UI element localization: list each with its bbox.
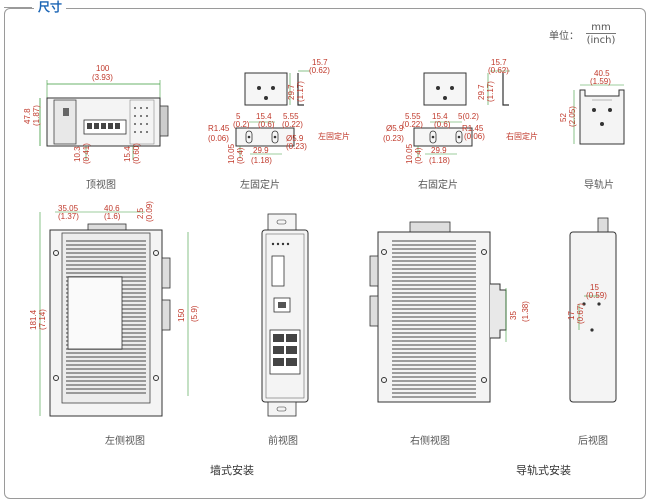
dim-ls-1-37: (1.37) [58,212,79,221]
left-side-view-drawing [39,211,189,417]
dim-top-a: 10.3 [73,146,82,162]
dim-lb-15-7: 15.7 [312,58,328,67]
dim-lb-10-05: 10.05 [227,143,236,164]
dim-lb-d: Ø5.9 [286,134,304,143]
dim-ls-35-05: 35.05 [58,204,79,213]
dim-rc-40-5: 40.5 [594,69,610,78]
label-rail-clip: 导轨片 [584,180,614,191]
dim-rb-1-18: (1.18) [429,156,450,165]
dim-rb-0-62: (0.62) [488,66,509,75]
dim-rs-1-38: (1.38) [521,301,530,322]
label-right-bracket: 右固定片 [418,180,458,191]
dim-rb-d-inch: (0.23) [383,134,404,143]
dim-top-height-inch: (1.87) [32,105,41,126]
dim-rb-29-7: 29.7 [477,84,486,100]
dim-rb-d: Ø5.9 [386,124,404,133]
dim-lb-r: R1.45 [208,124,230,133]
dimensions-title: 尺寸 [34,0,67,14]
dim-lb-0-62: (0.62) [309,66,330,75]
label-left-side-view: 左侧视图 [105,436,145,447]
dim-rb-29-9: 29.9 [431,146,447,155]
top-view-drawing [39,80,169,160]
unit-mm: mm [586,22,616,34]
label-left-bracket: 左固定片 [240,180,280,191]
right-side-view-drawing [369,221,507,403]
dim-lb-0-22: (0.22) [282,120,303,129]
unit-label: 单位： [549,31,579,42]
dim-rb-0-22: (0.22) [402,120,423,129]
left-bracket-drawing [235,70,310,158]
dim-lb-15-4: 15.4 [256,112,272,121]
dim-rb-15-7: 15.7 [491,58,507,67]
dim-lb-5-55: 5.55 [283,112,299,121]
dim-rv-15: 15 [590,283,599,292]
front-view-drawing [261,213,309,417]
dim-ls-40-6: 40.6 [104,204,120,213]
dim-rc-52: 52 [559,113,568,122]
dim-rv-0-59: (0.59) [586,291,607,300]
dim-ls-5-9: (5.9) [190,305,199,322]
dim-rv-17: 17 [567,311,576,320]
unit-inch: (inch) [586,35,616,46]
dim-rs-35: 35 [509,311,518,320]
section-din-mount: 导轨式安装 [516,464,571,477]
right-bracket-drawing [413,70,510,158]
frame-title-line [4,7,32,8]
rear-view-drawing [569,217,617,403]
dim-top-width-inch: (3.93) [92,73,113,82]
dim-ls-7-14: (7.14) [38,309,47,330]
dim-lb-1-17: (1.17) [296,81,305,102]
dim-rb-0-6: (0.6) [434,120,451,129]
dim-rb-15-4: 15.4 [432,112,448,121]
label-rear-view: 后视图 [578,436,608,447]
dim-rb-5: 5(0.2) [458,112,479,121]
dim-rb-0-4: (0.4) [414,147,423,164]
dim-ls-150: 150 [177,308,186,322]
rail-clip-drawing [573,84,625,145]
dim-lb-0-2: (0.2) [233,120,250,129]
dim-top-b-inch: (0.60) [132,143,141,164]
dim-lb-0-6: (0.6) [258,120,275,129]
dim-rb-5-55: 5.55 [405,112,421,121]
dimensions-frame [4,8,646,499]
dim-rc-2-05: (2.05) [568,106,577,127]
dim-lb-29-9: 29.9 [253,146,269,155]
dim-rc-1-59: (1.59) [590,77,611,86]
dim-lb-r-inch: (0.06) [208,134,229,143]
note-left-fix: 左固定片 [318,132,350,141]
dim-lb-5: 5 [236,112,241,121]
dim-ls-181-4: 181.4 [29,309,38,330]
note-right-fix: 右固定片 [506,132,538,141]
dim-lb-0-4: (0.4) [236,147,245,164]
dim-ls-1-6: (1.6) [104,212,121,221]
label-front-view: 前视图 [268,436,298,447]
dim-ls-0-09: (0.09) [145,201,154,222]
dimension-labels: 100 (3.93) 47.8 (1.87) 10.3 (0.41) 15.4 … [23,58,611,330]
dim-rb-10-05: 10.05 [405,143,414,164]
section-wall-mount: 墙式安装 [210,464,254,477]
dim-rv-0-67: (0.67) [576,303,585,324]
dim-top-height: 47.8 [23,108,32,124]
dim-top-b: 15.4 [123,146,132,162]
dim-top-a-inch: (0.41) [82,143,91,164]
dim-lb-d-inch: (0.23) [286,142,307,151]
dim-rb-1-17: (1.17) [486,81,495,102]
label-top-view: 顶视图 [86,180,116,191]
dim-top-width: 100 [96,64,110,73]
label-right-side-view: 右侧视图 [410,436,450,447]
dim-lb-29-7: 29.7 [287,84,296,100]
dim-ls-2: 2.5 [136,207,145,219]
dim-lb-1-18: (1.18) [251,156,272,165]
dim-rb-r: R1.45 [462,124,484,133]
dim-rb-r-inch: (0.06) [464,132,485,141]
